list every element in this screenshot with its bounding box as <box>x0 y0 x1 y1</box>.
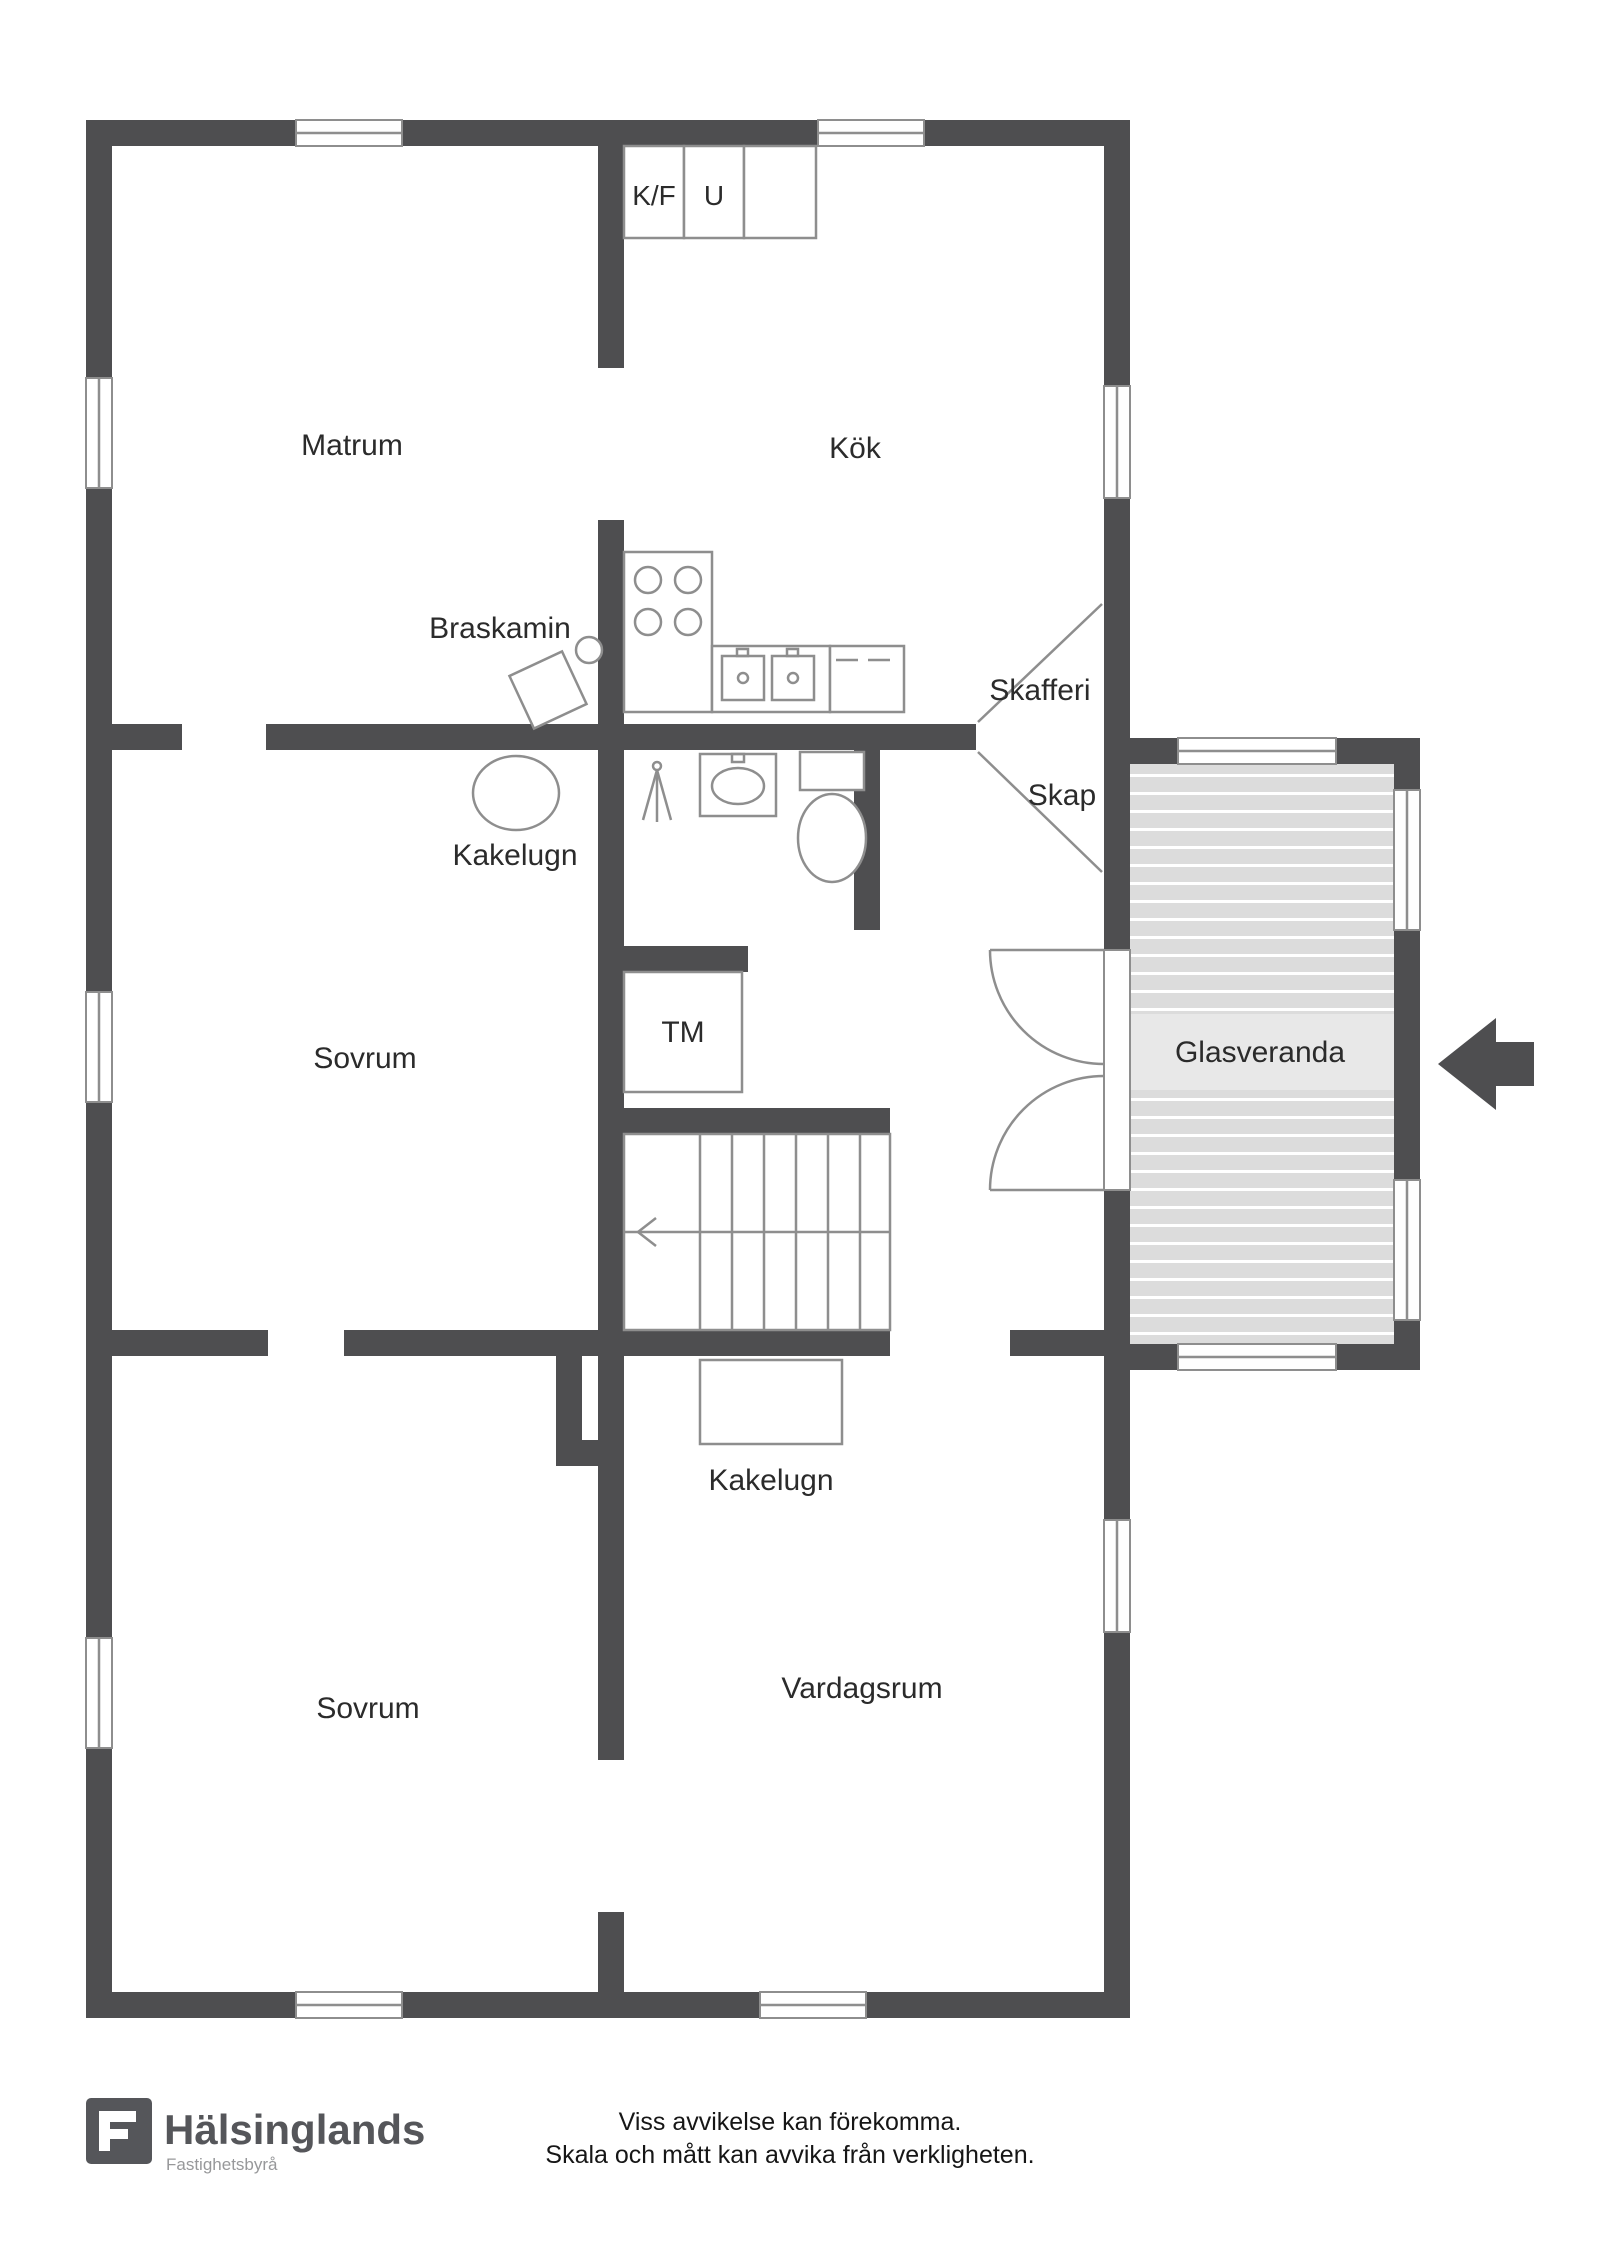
stair-direction-arrow-icon <box>635 1217 657 1247</box>
wall-segment <box>598 1108 624 1356</box>
sink-icon <box>710 644 832 714</box>
brand-name: Hälsinglands <box>164 2106 425 2153</box>
window <box>85 377 113 489</box>
door-arc <box>988 949 1105 1066</box>
windows <box>85 119 1421 2019</box>
tiled-stove-oval-icon <box>471 754 561 832</box>
window <box>295 1991 403 2019</box>
halsinglands-logo <box>86 2098 152 2164</box>
staircase <box>622 1132 892 1332</box>
stove-icon <box>622 550 714 714</box>
closet-door-lines <box>977 603 1103 873</box>
room-label-vardagsrum: Vardagsrum <box>781 1672 942 1705</box>
oven-box <box>682 144 746 240</box>
wall-segment <box>1104 120 1130 950</box>
wall-segment <box>598 1356 624 1760</box>
pantry-door-line <box>977 603 1103 723</box>
kitchen-appliance-boxes <box>622 144 818 240</box>
disclaimer-line-1: Viss avvikelse kan förekomma. <box>619 2108 962 2136</box>
room-label-kok: Kök <box>829 432 882 465</box>
wall-segment <box>112 1330 268 1356</box>
wall-segment <box>344 1330 890 1356</box>
washing-machine-box <box>622 970 744 1094</box>
window <box>295 119 403 147</box>
wall-segment <box>598 750 624 1108</box>
appliance-label-kf: K/F <box>632 180 676 211</box>
door-arc <box>988 1074 1105 1191</box>
toilet-icon <box>796 750 868 884</box>
fridge-freezer-box <box>622 144 686 240</box>
window <box>85 991 113 1103</box>
veranda-door-threshold <box>1103 949 1131 1191</box>
disclaimer-line-2: Skala och mått kan avvika från verklighe… <box>545 2141 1034 2169</box>
veranda-label-band <box>1130 1014 1394 1090</box>
wall-segment <box>598 1912 624 1992</box>
room-label-tm: TM <box>661 1016 704 1049</box>
wood-stove-icon <box>507 635 604 731</box>
room-label-skap: Skap <box>1028 779 1096 812</box>
window <box>1103 385 1131 499</box>
room-labels: Matrum Kök K/F U Braskamin Skafferi Skap… <box>301 180 1345 1725</box>
room-label-kakelugn-bottom: Kakelugn <box>708 1464 833 1497</box>
wall-segment <box>598 520 624 750</box>
appliance-label-u: U <box>704 180 724 211</box>
tiled-stove-rect-icon <box>698 1358 844 1446</box>
wall-segment <box>598 946 748 972</box>
room-label-sovrum-mid: Sovrum <box>313 1042 416 1075</box>
appliance-box <box>742 144 818 240</box>
entrance-arrow-icon <box>1438 1018 1534 1110</box>
room-label-kakelugn-mid: Kakelugn <box>452 839 577 872</box>
footer: Hälsinglands Fastighetsbyrå Viss avvikel… <box>86 2098 1035 2174</box>
room-label-sovrum-bottom: Sovrum <box>316 1692 419 1725</box>
window <box>1177 737 1337 765</box>
wall-segment <box>598 146 624 368</box>
wall-segment <box>598 1108 890 1134</box>
brand-subtitle: Fastighetsbyrå <box>166 2155 278 2174</box>
window <box>817 119 925 147</box>
room-label-glasveranda: Glasveranda <box>1175 1036 1345 1069</box>
veranda-double-door <box>988 948 1105 1192</box>
window <box>1103 1519 1131 1633</box>
floor-drain-icon <box>641 760 673 822</box>
window <box>759 1991 867 2019</box>
window <box>1393 1179 1421 1321</box>
room-label-skafferi: Skafferi <box>989 674 1090 707</box>
veranda-deck <box>1130 764 1394 1344</box>
wall-segment <box>86 1992 1130 2018</box>
window <box>85 1637 113 1749</box>
wall-segment <box>1010 1330 1130 1356</box>
wall-segment <box>86 120 1130 146</box>
closet-door-line <box>977 751 1103 873</box>
washbasin-icon <box>698 752 778 818</box>
wall-segment <box>112 724 182 750</box>
window <box>1177 1343 1337 1371</box>
window <box>1393 789 1421 931</box>
dishwasher-icon <box>828 644 906 714</box>
room-label-matrum: Matrum <box>301 429 403 462</box>
room-label-braskamin: Braskamin <box>429 612 571 645</box>
